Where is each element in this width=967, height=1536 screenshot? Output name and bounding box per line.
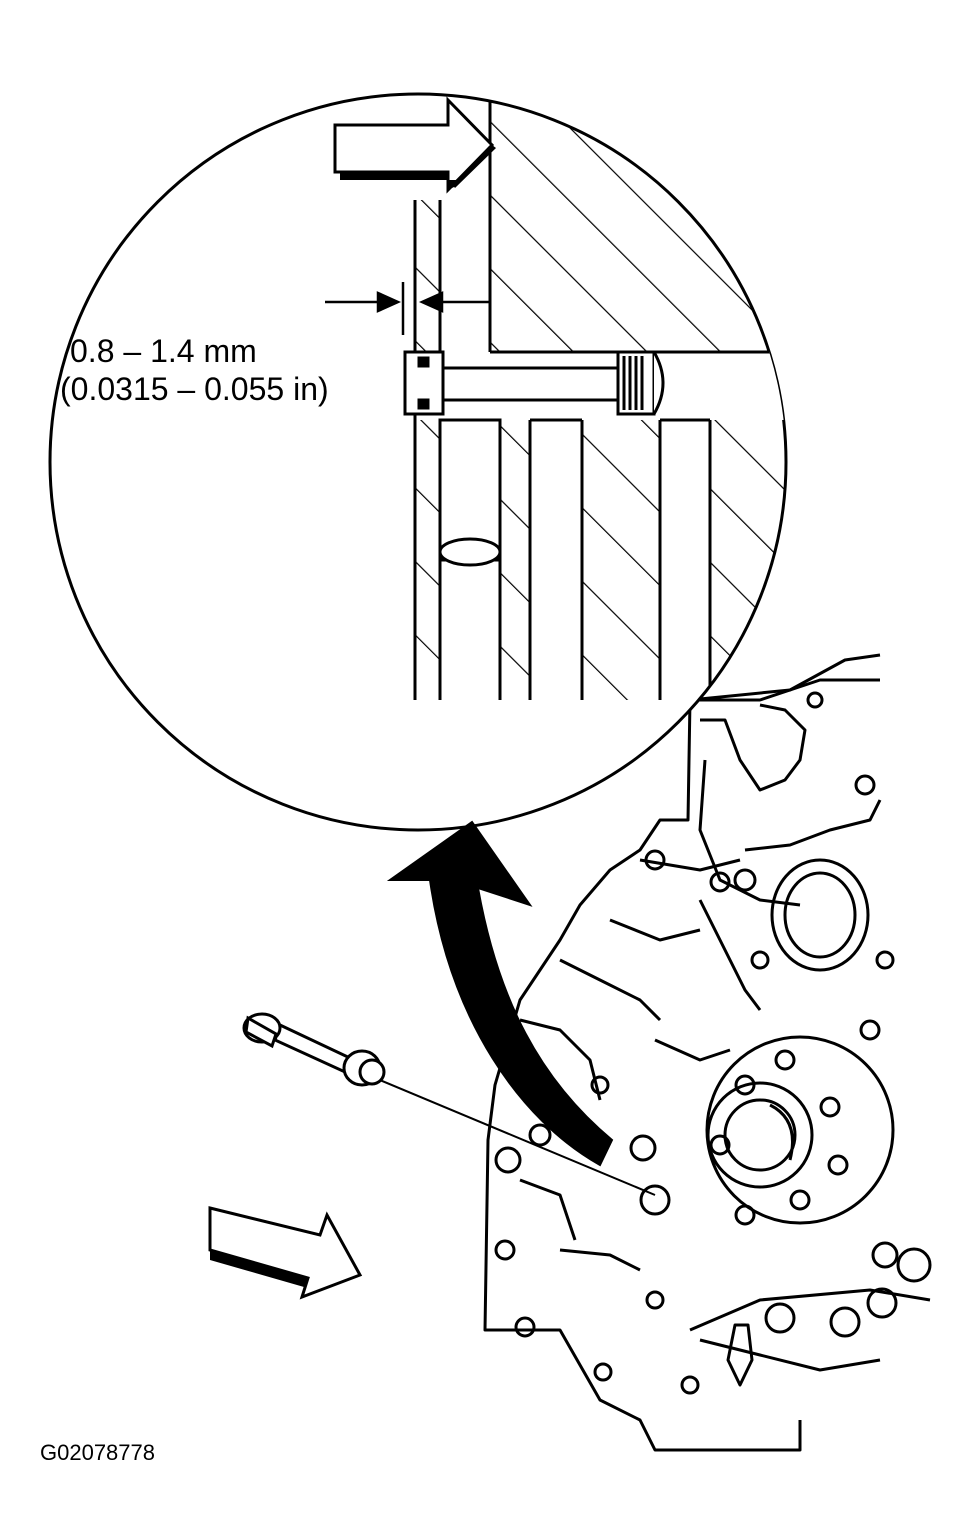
forward-arrow-top [333, 96, 496, 194]
gap-dimension-arrows [325, 282, 490, 335]
callout-arrow [386, 820, 614, 1167]
figure-id-label: G02078778 [40, 1440, 155, 1465]
forward-arrow-bottom [208, 1206, 363, 1300]
passage-opening [438, 537, 502, 567]
gallery-plug-section [403, 350, 665, 416]
gap-spec-imperial: (0.0315 – 0.055 in) [60, 371, 329, 407]
detail-magnifier [48, 92, 788, 832]
gap-spec-metric: 0.8 – 1.4 mm [70, 333, 257, 369]
gallery-plug-exploded [242, 1012, 656, 1196]
engine-block-drawing [483, 653, 932, 1452]
